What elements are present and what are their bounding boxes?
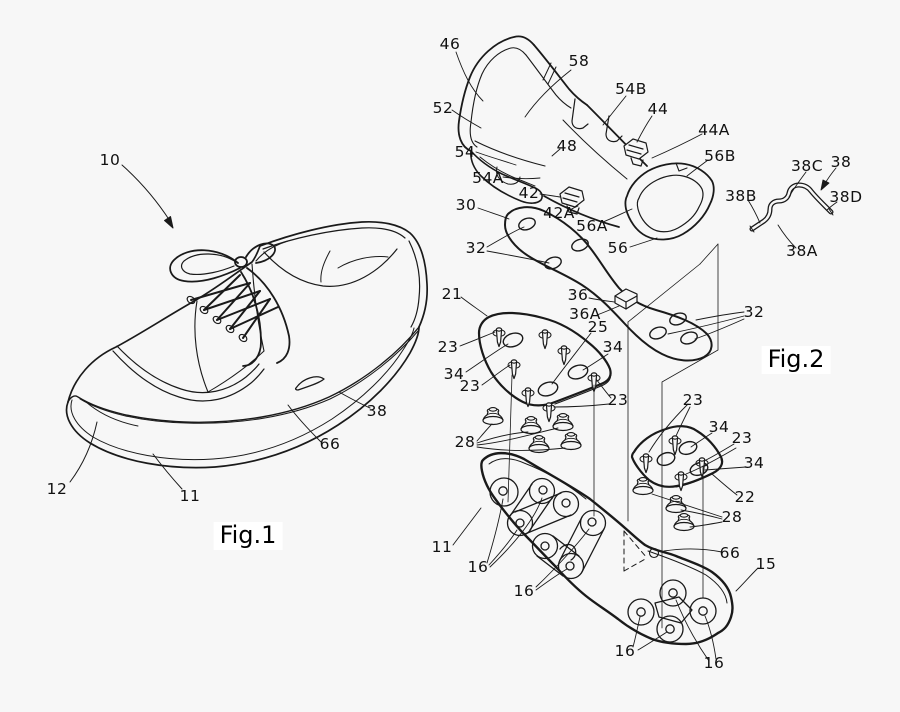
fig2-leader-lines [451,51,838,662]
clip-42 [559,186,585,215]
lace-bow [169,242,291,367]
clip-44 [623,138,649,167]
sole-hook-detail [648,547,660,559]
center-tab [614,288,638,310]
cleat-boss-cluster-a [506,477,580,537]
hidden-lines [623,530,648,572]
shoe-laces [190,274,279,339]
shoe-drawing [65,164,428,490]
lace-hook-detail [294,376,325,391]
heel-counter-frame [457,35,715,241]
connector-plate [504,206,713,362]
wire-bail-part [749,182,834,233]
projection-lines [507,243,719,629]
receptacle-grommets-forefoot [482,407,582,454]
fig1-leader-lines [69,164,371,490]
exploded-assembly-drawing [451,35,838,662]
cleat-boss-cluster-b [531,509,607,580]
